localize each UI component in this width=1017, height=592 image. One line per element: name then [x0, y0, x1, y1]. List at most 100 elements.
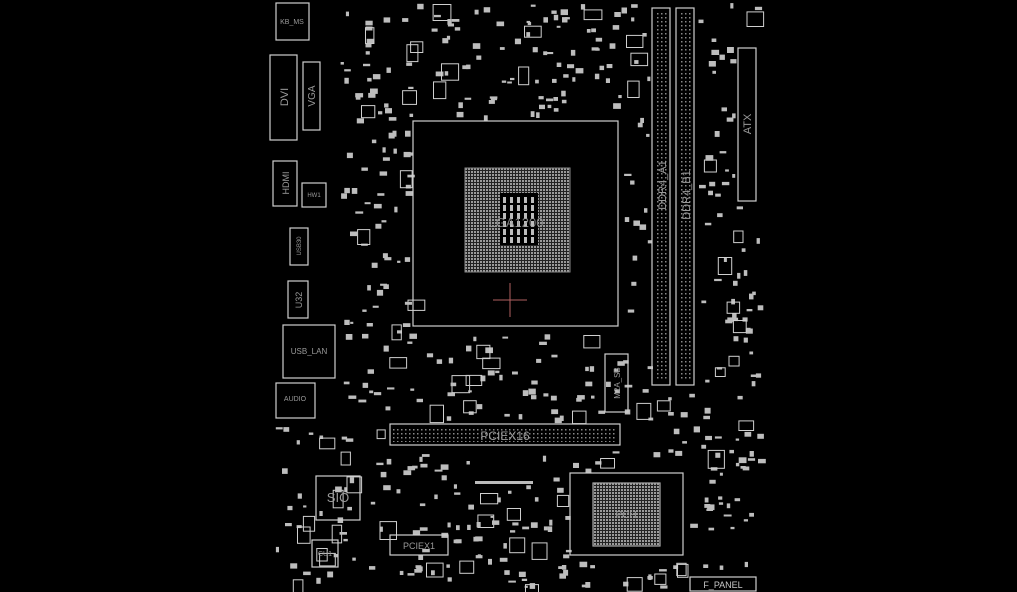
smd-component[interactable]	[446, 416, 452, 421]
smd-component[interactable]	[489, 96, 498, 99]
smd-component[interactable]	[446, 35, 451, 40]
smd-component[interactable]	[416, 566, 423, 572]
smd-component[interactable]	[343, 538, 348, 542]
smd-component[interactable]	[716, 367, 723, 370]
smd-component[interactable]	[704, 407, 711, 414]
smd-component[interactable]	[490, 98, 498, 101]
smd-component[interactable]	[705, 155, 714, 161]
smd-component[interactable]	[348, 395, 357, 399]
smd-component[interactable]	[734, 498, 741, 502]
smd-component[interactable]	[730, 317, 739, 322]
smd-component[interactable]	[367, 77, 372, 82]
smd-component[interactable]	[736, 206, 743, 210]
smd-component[interactable]	[518, 571, 526, 577]
kb-ms-connector[interactable]: KB_MS	[275, 2, 310, 41]
smd-component[interactable]	[365, 51, 370, 55]
smd-component[interactable]	[757, 433, 764, 439]
smd-component[interactable]	[522, 390, 529, 396]
smd-component[interactable]	[285, 523, 292, 527]
smd-component[interactable]	[474, 9, 479, 15]
smd-component[interactable]	[344, 77, 349, 84]
smd-component[interactable]	[623, 581, 629, 587]
smd-component[interactable]	[388, 132, 395, 139]
smd-component[interactable]	[714, 278, 722, 282]
smd-component[interactable]	[589, 366, 595, 372]
smd-component[interactable]	[350, 321, 354, 324]
smd-component[interactable]	[647, 76, 651, 82]
hw1-chip[interactable]: HW1	[301, 182, 327, 208]
smd-component[interactable]	[708, 527, 715, 531]
smd-component[interactable]	[451, 19, 460, 22]
smd-component[interactable]	[536, 358, 542, 363]
smd-component[interactable]	[396, 489, 401, 494]
smd-component[interactable]	[476, 55, 482, 60]
smd-component[interactable]	[644, 208, 648, 213]
smd-component[interactable]	[379, 526, 383, 532]
smd-component[interactable]	[456, 525, 460, 531]
smd-component[interactable]	[559, 573, 566, 579]
smd-component[interactable]	[543, 393, 549, 397]
smd-component[interactable]	[483, 115, 488, 121]
smd-component[interactable]	[654, 573, 667, 585]
smd-component[interactable]	[636, 402, 652, 420]
smd-component[interactable]	[710, 467, 718, 471]
smd-component[interactable]	[626, 34, 644, 49]
smd-component[interactable]	[570, 49, 576, 56]
smd-component[interactable]	[345, 334, 353, 340]
smd-component[interactable]	[370, 88, 378, 94]
smd-component[interactable]	[554, 417, 562, 424]
smd-component[interactable]	[496, 21, 505, 27]
smd-component[interactable]	[367, 369, 374, 374]
smd-component[interactable]	[723, 257, 727, 262]
smd-component[interactable]	[502, 336, 509, 339]
smd-component[interactable]	[565, 516, 571, 520]
smd-component[interactable]	[717, 257, 733, 275]
smd-component[interactable]	[706, 508, 713, 511]
smd-component[interactable]	[355, 211, 364, 214]
smd-component[interactable]	[750, 374, 757, 378]
smd-component[interactable]	[726, 503, 731, 509]
smd-component[interactable]	[579, 561, 588, 568]
cpu-socket[interactable]: LGA1200	[412, 120, 619, 327]
smd-component[interactable]	[394, 206, 398, 213]
smd-component[interactable]	[749, 512, 754, 517]
smd-component[interactable]	[381, 220, 387, 223]
smd-component[interactable]	[721, 181, 730, 186]
smd-component[interactable]	[364, 202, 371, 205]
smd-component[interactable]	[534, 497, 539, 502]
smd-component[interactable]	[282, 468, 288, 474]
smd-component[interactable]	[340, 451, 351, 466]
smd-component[interactable]	[512, 522, 519, 526]
smd-component[interactable]	[614, 389, 620, 394]
smd-component[interactable]	[368, 92, 376, 98]
smd-component[interactable]	[365, 20, 373, 26]
smd-component[interactable]	[668, 412, 674, 416]
smd-component[interactable]	[743, 270, 748, 276]
smd-component[interactable]	[647, 240, 653, 244]
smd-component[interactable]	[639, 224, 647, 230]
smd-component[interactable]	[637, 122, 643, 128]
smd-component[interactable]	[536, 112, 540, 118]
smd-component[interactable]	[436, 359, 443, 364]
smd-component[interactable]	[595, 461, 602, 465]
smd-component[interactable]	[539, 104, 545, 110]
smd-component[interactable]	[626, 577, 643, 592]
smd-component[interactable]	[676, 562, 687, 577]
smd-component[interactable]	[365, 43, 372, 48]
smd-component[interactable]	[718, 502, 724, 505]
smd-component[interactable]	[565, 549, 572, 553]
smd-component[interactable]	[580, 4, 586, 10]
smd-component[interactable]	[530, 522, 538, 528]
smd-component[interactable]	[405, 191, 413, 196]
smd-component[interactable]	[345, 11, 349, 17]
smd-component[interactable]	[507, 81, 512, 84]
smd-component[interactable]	[585, 381, 593, 387]
smd-component[interactable]	[539, 341, 547, 345]
smd-component[interactable]	[378, 111, 383, 115]
smd-component[interactable]	[405, 130, 411, 137]
smd-component[interactable]	[631, 281, 637, 286]
smd-component[interactable]	[431, 28, 438, 32]
smd-component[interactable]	[553, 14, 559, 21]
smd-component[interactable]	[735, 462, 740, 467]
smd-component[interactable]	[590, 565, 595, 569]
